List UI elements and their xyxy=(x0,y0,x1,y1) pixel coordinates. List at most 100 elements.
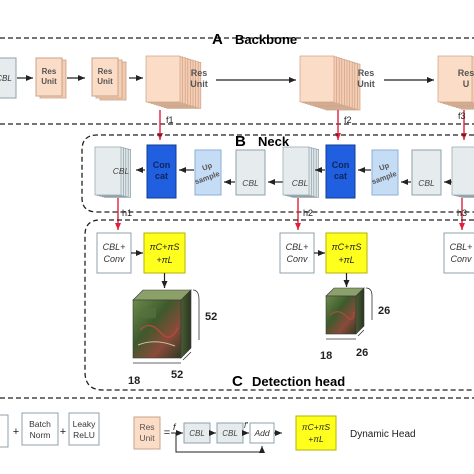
res-unit-5-line2: U xyxy=(463,79,470,89)
upsample-2-line1: Up xyxy=(378,161,391,173)
stack-layer xyxy=(282,146,310,196)
upsample-1-line1: Up xyxy=(201,161,214,173)
res-unit-5-line1: Res xyxy=(458,68,474,78)
neck-cbl-stack-2 xyxy=(282,146,319,198)
neck-title: Neck xyxy=(258,134,290,149)
legend-f-prime: f' xyxy=(244,421,248,430)
res-unit-2-line2: Unit xyxy=(97,77,113,86)
legend-cbl-2: CBL xyxy=(222,429,238,438)
neck-cbl-stack-2-label: CBL xyxy=(292,178,309,188)
legend-f: f xyxy=(173,422,177,432)
output-volume-small xyxy=(325,287,365,335)
neck-cbl-2: CBL xyxy=(411,149,442,196)
backbone-letter: A xyxy=(212,31,223,48)
neck-boundary xyxy=(81,134,474,213)
legend-pi-line1: πC+πS xyxy=(302,422,330,432)
stack-layer xyxy=(451,146,474,196)
res-unit-3-line1: Res xyxy=(191,68,208,78)
pi-2-line2: +πL xyxy=(338,255,354,265)
concat-2-line2: cat xyxy=(334,171,347,181)
cbl-conv-3-line1: CBL+ xyxy=(450,242,473,252)
head-title: Detection head xyxy=(252,374,345,389)
large-width-dim: 18 xyxy=(128,375,140,387)
legend-cbl-1: CBL xyxy=(189,429,205,438)
res-unit-4-line2: Unit xyxy=(357,79,375,89)
feature-f1: f1 xyxy=(166,115,174,125)
cbl-conv-1-line2: Conv xyxy=(103,254,125,264)
head-cbl-conv-3: CBL+ Conv xyxy=(443,232,474,274)
neck-concat-1: Con cat xyxy=(146,144,177,199)
backbone-res-unit-5 xyxy=(437,55,474,110)
neck-concat-2: Con cat xyxy=(325,144,356,199)
cbl-conv-3-line2: Conv xyxy=(450,254,472,264)
neck-cbl-1: CBL xyxy=(235,149,266,196)
head-cbl-conv-2: CBL+ Conv xyxy=(279,232,315,274)
cbl-conv-1-line1: CBL+ xyxy=(103,242,126,252)
feature-f3: f3 xyxy=(458,111,466,121)
pi-1-line1: πC+πS xyxy=(150,242,180,252)
neck-upsample-2: Up sample xyxy=(370,149,399,196)
pi-1-line2: +πL xyxy=(156,255,172,265)
legend-batch-line1: Batch xyxy=(29,419,51,429)
legend-leaky-line1: Leaky xyxy=(73,419,96,429)
res-unit-1-line2: Unit xyxy=(41,77,57,86)
legend-dynamic-head-label: Dynamic Head xyxy=(350,429,416,440)
large-height-dim: 52 xyxy=(205,311,217,323)
res-unit-4-line1: Res xyxy=(358,68,375,78)
neck-cbl-stack-1 xyxy=(94,146,131,198)
cbl-conv-2-line1: CBL+ xyxy=(286,242,309,252)
legend-cbl-definition: + Batch Norm + Leaky ReLU xyxy=(0,412,100,448)
small-depth-dim: 26 xyxy=(356,347,368,359)
concat-2-line1: Con xyxy=(332,160,350,170)
stack-layer xyxy=(145,55,181,103)
legend-res-line2: Unit xyxy=(139,433,155,443)
small-height-dim: 26 xyxy=(378,305,390,317)
head-cbl-conv-1: CBL+ Conv xyxy=(96,232,132,274)
head-boundary xyxy=(84,219,474,391)
stack-layer xyxy=(437,55,473,103)
concat-1-line2: cat xyxy=(155,171,168,181)
backbone-res-unit-1: Res Unit xyxy=(35,57,67,99)
head-pi-2: πC+πS +πL xyxy=(325,232,368,274)
backbone-res-unit-2: Res Unit xyxy=(91,57,127,101)
feature-h2: h2 xyxy=(303,208,313,218)
neck-upsample-1: Up sample xyxy=(193,149,222,196)
legend-plus-1: + xyxy=(13,426,19,438)
pi-2-line1: πC+πS xyxy=(332,242,362,252)
neck-letter: B xyxy=(235,133,246,150)
stack-layer xyxy=(94,146,122,196)
legend-equals: = xyxy=(164,427,170,439)
backbone-title: Backbone xyxy=(235,32,297,47)
head-letter: C xyxy=(232,373,243,390)
small-width-dim: 18 xyxy=(320,350,332,362)
feature-h1: h1 xyxy=(122,208,132,218)
legend-plus-2: + xyxy=(60,426,66,438)
neck-cbl-stack-3 xyxy=(451,146,474,198)
res-unit-1-line1: Res xyxy=(42,67,57,76)
legend-res-unit-definition: Res Unit = f CBL CBL f' Add xyxy=(133,416,282,453)
legend-dynamic-head: πC+πS +πL Dynamic Head xyxy=(295,415,416,451)
output-volume-large xyxy=(132,289,192,359)
backbone-res-unit-3 xyxy=(145,55,202,109)
neck-cbl-1-label: CBL xyxy=(242,178,259,188)
backbone-cbl-label: CBL xyxy=(0,74,12,83)
legend-pi-line2: +πL xyxy=(308,434,324,444)
feature-h3: h3 xyxy=(457,208,467,218)
legend-add: Add xyxy=(253,428,269,438)
legend-batch-line2: Norm xyxy=(30,430,51,440)
backbone-cbl: CBL xyxy=(0,57,17,99)
res-unit-2-line1: Res xyxy=(98,67,113,76)
concat-1-line1: Con xyxy=(153,160,171,170)
stack-layer xyxy=(299,55,335,103)
large-depth-dim: 52 xyxy=(171,369,183,381)
neck-cbl-stack-1-label: CBL xyxy=(113,166,130,176)
res-unit-3-line2: Unit xyxy=(190,79,208,89)
feature-f2: f2 xyxy=(344,115,352,125)
neck-cbl-2-label: CBL xyxy=(418,178,435,188)
head-pi-1: πC+πS +πL xyxy=(143,232,186,274)
legend-res-line1: Res xyxy=(139,422,154,432)
cbl-conv-2-line2: Conv xyxy=(286,254,308,264)
legend-leaky-line2: ReLU xyxy=(73,430,95,440)
backbone-res-unit-4 xyxy=(299,55,361,111)
